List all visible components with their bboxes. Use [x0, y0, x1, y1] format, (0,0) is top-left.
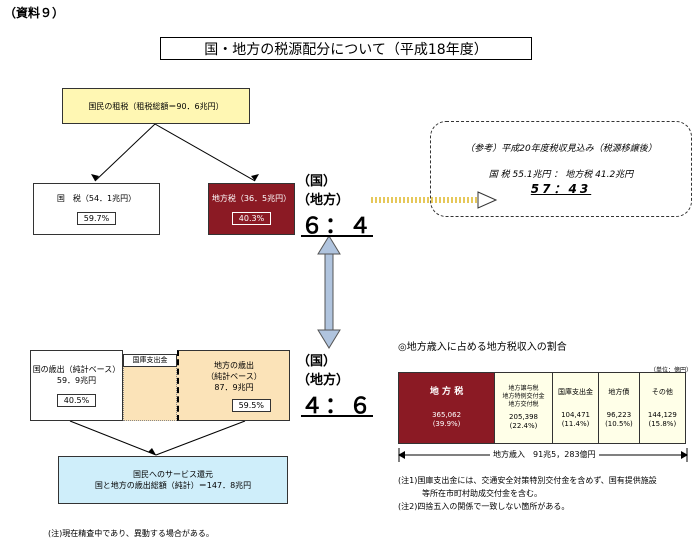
- reference-box: （参考）平成20年度税収見込み（税源移譲後） 国 税 55.1兆円 ： 地方税 …: [430, 121, 692, 217]
- local-tax-label: 地方税（36．5兆円）: [211, 194, 292, 203]
- national-burden-label: 国民の租税（租税総額＝90．6兆円）: [88, 101, 224, 111]
- page-title: 国・地方の税源配分について（平成18年度）: [160, 37, 532, 60]
- share-transfer-value: 205,398: [509, 413, 538, 421]
- reference-ratio: 57：43: [530, 182, 592, 196]
- national-exp-box: 国の歳出（純計ベース） 59．9兆円 40.5%: [30, 350, 123, 421]
- share-other-value: 144,129: [647, 410, 677, 419]
- top-ratio-value: ６：４: [300, 214, 373, 239]
- local-tax-pct: 40.3%: [231, 212, 272, 225]
- reference-line: 国 税 55.1兆円 ： 地方税 41.2兆円: [488, 170, 634, 180]
- share-other-pct: (15.8%): [648, 419, 677, 428]
- service-line2: 国と地方の歳出総額（純計）＝147．8兆円: [94, 481, 252, 490]
- national-tax-pct: 59.7%: [76, 212, 117, 225]
- share-note1b: 等所在市町村助成交付金を含む。: [422, 489, 542, 498]
- ratio-header-local-bottom: （地方）: [297, 373, 350, 388]
- share-note2: (注2)四捨五入の関係で一致しない箇所がある。: [398, 502, 570, 511]
- service-line1: 国民へのサービス還元: [133, 470, 213, 479]
- national-tax-box: 国 税（54．1兆円） 59.7%: [33, 183, 160, 235]
- share-transfer-name: 地方譲与税 地方特例交付金 地方交付税: [502, 385, 545, 408]
- national-burden-box: 国民の租税（租税総額＝90．6兆円）: [62, 88, 250, 124]
- share-cell-treasury: 国庫支出金 104,471 (11.4%): [551, 372, 600, 444]
- national-exp-pct: 40.5%: [56, 394, 97, 407]
- local-exp-pct: 59.5%: [231, 398, 271, 412]
- share-local-tax-name: 地 方 税: [429, 386, 464, 397]
- share-note1a: (注1)国庫支出金には、交通安全対策特別交付金を含めず、国有提供施設: [398, 476, 657, 485]
- local-exp-line2: （純計ベース）: [206, 371, 262, 381]
- top-ratio-header: （国） （地方）: [297, 170, 377, 208]
- share-other-name: その他: [651, 387, 673, 396]
- share-treasury-name: 国庫支出金: [558, 387, 594, 396]
- local-exp-line3: 87．9兆円: [214, 382, 254, 392]
- national-tax-label: 国 税（54．1兆円）: [56, 194, 137, 203]
- treasury-label: 国庫支出金: [123, 354, 177, 367]
- share-bonds-pct: (10.5%): [605, 419, 633, 428]
- share-treasury-value: 104,471: [561, 410, 591, 419]
- top-ratio: （国） （地方） ６：４: [297, 170, 377, 240]
- page-title-text: 国・地方の税源配分について（平成18年度）: [204, 41, 488, 58]
- ratio-header-national-bottom: （国）: [297, 354, 337, 369]
- share-cell-transfer: 地方譲与税 地方特例交付金 地方交付税 205,398 (22.4%): [494, 372, 553, 444]
- share-bonds-value: 96,223: [606, 410, 632, 419]
- national-exp-line1: 国の歳出（純計ベース）: [32, 365, 121, 374]
- share-unit: （単位：億円）: [650, 367, 693, 374]
- share-treasury-pct: (11.4%): [561, 419, 590, 428]
- bottom-ratio: （国） （地方） ４：６: [297, 350, 377, 420]
- share-local-tax-value: 365,062: [432, 410, 462, 419]
- treasury-strip: [123, 358, 177, 421]
- share-cell-bonds: 地方債 96,223 (10.5%): [598, 372, 640, 444]
- bottom-ratio-value: ４：６: [300, 394, 373, 419]
- ratio-header-local: （地方）: [297, 193, 350, 208]
- service-box: 国民へのサービス還元 国と地方の歳出総額（純計）＝147．8兆円: [58, 456, 288, 504]
- local-tax-box: 地方税（36．5兆円） 40.3%: [208, 183, 295, 235]
- reference-title: （参考）平成20年度税収見込み（税源移譲後）: [465, 144, 657, 154]
- share-bonds-name: 地方債: [608, 387, 630, 396]
- bottom-ratio-header: （国） （地方）: [297, 350, 377, 388]
- doc-label: （資料９）: [4, 6, 65, 20]
- share-transfer-pct: (22.4%): [509, 422, 538, 430]
- national-exp-line2: 59．9兆円: [56, 376, 97, 385]
- ratio-header-national: （国）: [297, 174, 337, 189]
- share-heading: ◎地方歳入に占める地方税収入の割合: [398, 342, 567, 353]
- local-exp-box: 地方の歳出 （純計ベース） 87．9兆円 59.5%: [177, 350, 290, 421]
- local-exp-line1: 地方の歳出: [214, 360, 254, 370]
- share-local-tax-pct: (39.9%): [432, 419, 461, 428]
- share-total: 地方歳入 91兆5，283億円: [490, 449, 599, 460]
- footnote: (注)現在精査中であり、異動する場合がある。: [48, 529, 214, 538]
- share-cell-other: その他 144,129 (15.8%): [638, 372, 687, 444]
- share-table: 地 方 税 365,062 (39.9%) 地方譲与税 地方特例交付金 地方交付…: [397, 372, 687, 444]
- share-cell-local-tax: 地 方 税 365,062 (39.9%): [397, 372, 496, 444]
